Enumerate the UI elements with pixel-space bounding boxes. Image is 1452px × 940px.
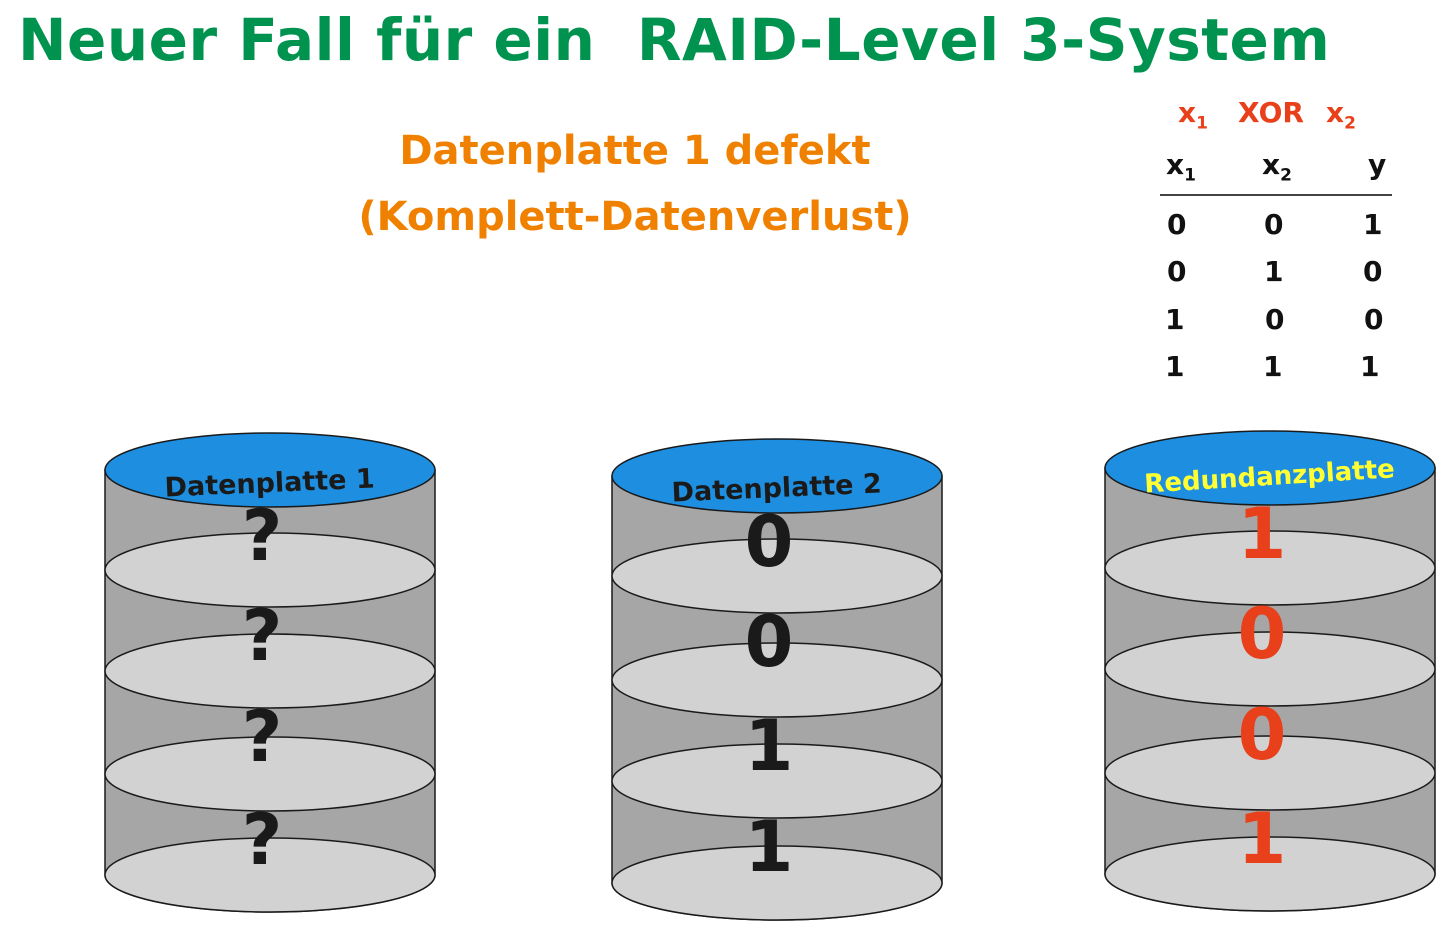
table-cell: 1 [1165, 303, 1185, 336]
disk-value: 0 [1238, 593, 1287, 675]
xor-heading-operator: XOR [1238, 96, 1304, 129]
xor-heading-x2: x2 [1326, 96, 1356, 134]
disk-top [104, 432, 436, 508]
disk-value: 1 [745, 705, 794, 787]
disk-value: ? [242, 595, 283, 677]
column-header-y: y [1368, 148, 1387, 181]
table-cell: 0 [1363, 255, 1383, 288]
disk-platter [1104, 631, 1436, 707]
table-divider [1160, 194, 1392, 196]
table-cell: 1 [1165, 350, 1185, 383]
disk-value: ? [242, 495, 283, 577]
table-cell: 1 [1264, 255, 1284, 288]
disk-platter [611, 538, 943, 614]
xor-heading-x1: x1 [1178, 96, 1208, 134]
disk-top [1104, 430, 1436, 506]
disk-platter [611, 845, 943, 921]
disk-platter [104, 532, 436, 608]
column-header-x2: x2 [1262, 148, 1292, 186]
disk-value: 1 [745, 806, 794, 888]
subtitle-data-loss: (Komplett-Datenverlust) [358, 194, 912, 240]
table-cell: 1 [1363, 208, 1383, 241]
table-cell: 0 [1364, 303, 1384, 336]
disk-value: ? [242, 799, 283, 881]
table-cell: 0 [1167, 255, 1187, 288]
disk-platter [1104, 530, 1436, 606]
disk-value: 0 [745, 601, 794, 683]
disk-platter [104, 736, 436, 812]
disk-platter [104, 633, 436, 709]
disk-platter [1104, 735, 1436, 811]
disk-value: 0 [1238, 694, 1287, 776]
slide-title: Neuer Fall für ein RAID-Level 3-System [18, 6, 1331, 74]
disk-top [611, 438, 943, 514]
table-cell: 1 [1263, 350, 1283, 383]
disk-value: 1 [1238, 798, 1287, 880]
disk-platter [104, 837, 436, 913]
disk-value: 0 [745, 501, 794, 583]
table-cell: 0 [1167, 208, 1187, 241]
table-cell: 1 [1360, 350, 1380, 383]
table-cell: 0 [1264, 208, 1284, 241]
disk-platter [1104, 836, 1436, 912]
table-cell: 0 [1265, 303, 1285, 336]
disk-platter [611, 642, 943, 718]
disk-platter [611, 743, 943, 819]
disk-1: Datenplatte 1???? [104, 432, 436, 913]
disk-value: ? [242, 696, 283, 778]
subtitle-defect: Datenplatte 1 defekt [399, 128, 871, 174]
column-header-x1: x1 [1166, 148, 1196, 186]
disk-value: 1 [1238, 493, 1287, 575]
